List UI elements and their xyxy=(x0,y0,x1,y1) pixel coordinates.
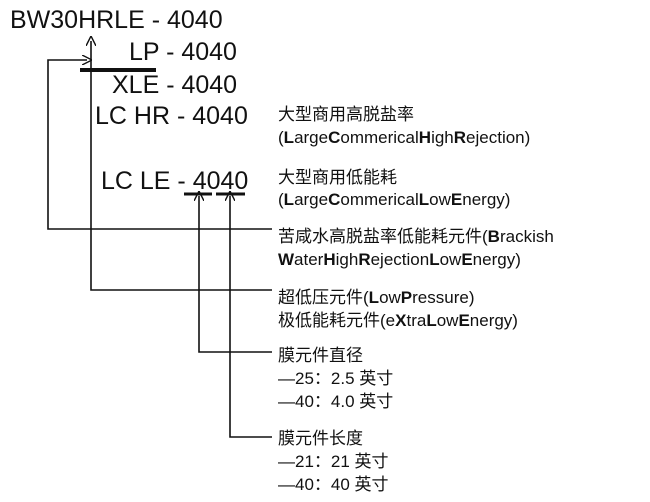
bold-initial: C xyxy=(328,190,341,209)
bold-initial: L xyxy=(283,190,295,209)
text-segment: igh xyxy=(431,128,454,147)
text-segment: arge xyxy=(294,128,329,147)
text-segment: ow xyxy=(429,190,451,209)
text-segment: igh xyxy=(335,250,359,269)
bold-initial: E xyxy=(450,190,463,209)
lp-desc: 超低压元件(LowPressure) xyxy=(278,287,475,309)
length-connector xyxy=(230,196,272,438)
text-segment: ejection xyxy=(370,250,430,269)
text-segment: ow xyxy=(436,311,459,330)
bw-desc-line2: WaterHighRejectionLowEnergy) xyxy=(278,249,521,271)
bold-initial: L xyxy=(368,288,380,307)
bold-initial: X xyxy=(395,311,407,330)
text-segment: nergy) xyxy=(472,250,521,269)
bold-initial: B xyxy=(487,227,500,246)
diameter-title: 膜元件直径 xyxy=(278,346,363,365)
bold-initial: R xyxy=(453,128,467,147)
text-segment: arge xyxy=(294,190,329,209)
bold-initial: H xyxy=(418,128,432,147)
text-segment: 极低能耗元件(e xyxy=(278,311,396,330)
bw-connector xyxy=(47,60,272,230)
text-segment: nergy) xyxy=(469,311,518,330)
code-bw30hrle: BW30HRLE - 4040 xyxy=(10,6,223,34)
lchr-desc-cn: 大型商用高脱盐率 xyxy=(278,105,414,124)
length-40: —40：40 英寸 xyxy=(278,475,389,494)
code-lcle: LC LE - 4040 xyxy=(101,167,249,195)
bold-initial: C xyxy=(328,128,341,147)
bw-desc-line1: 苦咸水高脱盐率低能耗元件(Brackish xyxy=(278,226,554,248)
text-segment: rackish xyxy=(499,227,554,246)
code-lchr: LC HR - 4040 xyxy=(95,102,248,130)
length-21: —21：21 英寸 xyxy=(278,452,389,471)
text-segment: ( xyxy=(278,190,284,209)
lp-xle-connector xyxy=(91,41,272,291)
text-segment: ommerical xyxy=(340,128,419,147)
code-lp: LP - 4040 xyxy=(129,38,237,66)
text-segment: ommerical xyxy=(340,190,419,209)
text-segment: ow xyxy=(439,250,462,269)
diameter-25: —25：2.5 英寸 xyxy=(278,369,394,388)
bold-initial: P xyxy=(400,288,413,307)
bold-initial: W xyxy=(278,250,295,269)
bold-initial: L xyxy=(426,311,437,330)
bold-initial: R xyxy=(358,250,371,269)
bold-initial: E xyxy=(458,311,470,330)
text-segment: ( xyxy=(278,128,284,147)
text-segment: 超低压元件( xyxy=(278,288,369,307)
text-segment: tra xyxy=(406,311,427,330)
bold-initial: L xyxy=(283,128,295,147)
bold-initial: L xyxy=(418,190,430,209)
bold-initial: L xyxy=(429,250,440,269)
text-segment: ow xyxy=(379,288,401,307)
length-title: 膜元件长度 xyxy=(278,429,363,448)
text-segment: ater xyxy=(294,250,324,269)
xle-desc: 极低能耗元件(eXtraLowEnergy) xyxy=(278,310,518,332)
code-xle: XLE - 4040 xyxy=(112,71,238,99)
text-segment: ejection) xyxy=(466,128,531,147)
text-segment: nergy) xyxy=(462,190,511,209)
lcle-desc-en: (LargeCommericalLowEnergy) xyxy=(278,189,510,211)
text-segment: ressure) xyxy=(412,288,475,307)
bold-initial: E xyxy=(461,250,473,269)
bold-initial: H xyxy=(323,250,336,269)
diameter-connector xyxy=(199,196,272,353)
lchr-desc-en: (LargeCommericalHighRejection) xyxy=(278,127,530,149)
diameter-40: —40：4.0 英寸 xyxy=(278,392,394,411)
lcle-desc-cn: 大型商用低能耗 xyxy=(278,168,397,187)
text-segment: 苦咸水高脱盐率低能耗元件( xyxy=(278,227,488,246)
